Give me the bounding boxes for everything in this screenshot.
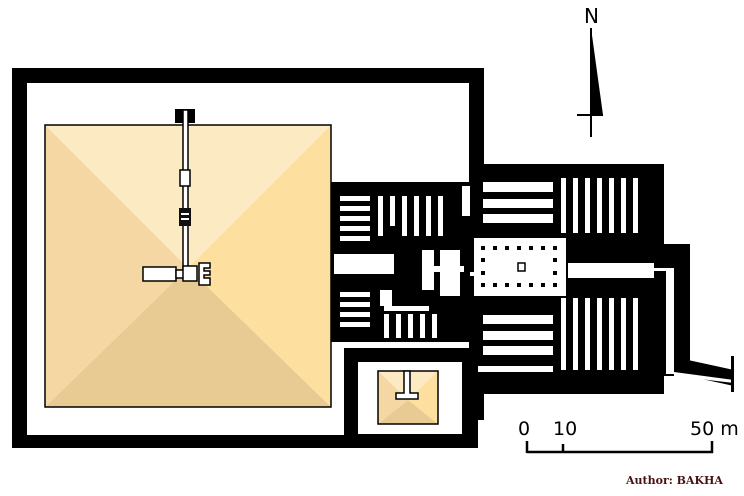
scale-tick-50: 50 m: [690, 418, 739, 440]
altar: [517, 262, 526, 272]
mortuary-temple: [462, 178, 674, 374]
causeway: [674, 356, 734, 392]
scale-tick-10: 10: [553, 418, 578, 440]
author-credit: Author: BAKHA: [626, 474, 723, 487]
inner-temple: [334, 196, 464, 338]
scale-tick-0: 0: [518, 418, 531, 440]
north-arrow-icon: [577, 28, 603, 137]
satellite-pyramid: [377, 370, 439, 425]
courtyard: [474, 238, 566, 296]
main-pyramid: [44, 109, 332, 408]
north-label: N: [584, 4, 599, 28]
scale-bar: [525, 441, 714, 454]
